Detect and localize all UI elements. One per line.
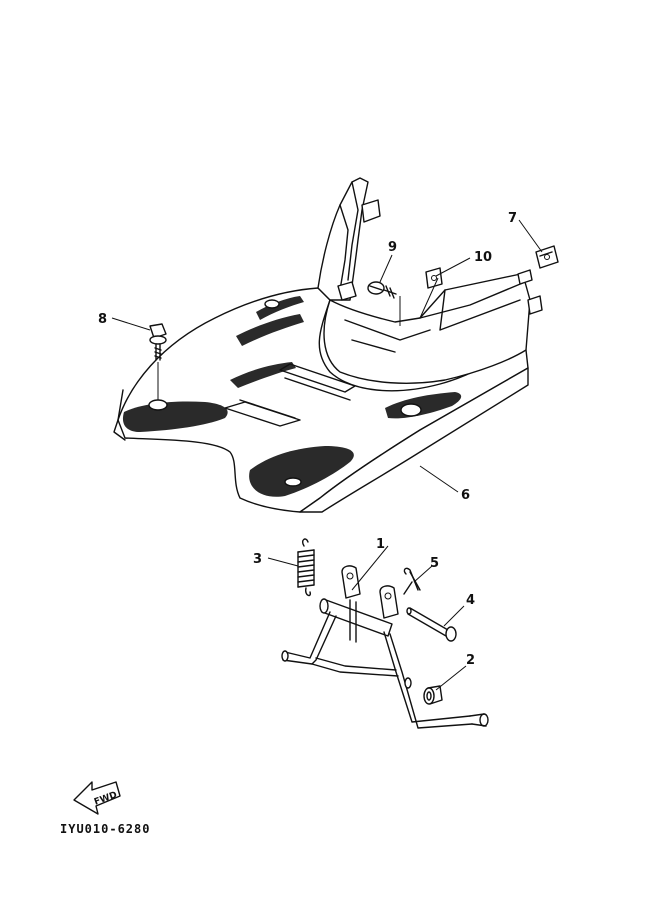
leader-lines (111, 219, 543, 691)
fwd-arrow-icon: FWD (73, 781, 121, 815)
clip-nut-10 (425, 267, 443, 289)
callout-5: 5 (430, 556, 439, 571)
diagram-code: IYU010-6280 (60, 822, 151, 836)
callout-3: 3 (253, 552, 262, 567)
callout-10: 10 (474, 250, 492, 265)
callout-2: 2 (466, 653, 475, 668)
callout-6: 6 (461, 488, 470, 503)
footrest-floor-panel (113, 287, 529, 513)
main-stand (281, 565, 489, 729)
callout-7: 7 (508, 211, 517, 226)
callout-8: 8 (98, 312, 107, 327)
callout-4: 4 (466, 593, 475, 608)
bolt-8 (149, 323, 167, 361)
callout-9: 9 (388, 240, 397, 255)
cotter-pin-5 (403, 567, 421, 595)
screw-9 (367, 281, 397, 299)
leg-shield-upright (317, 177, 543, 384)
clip-nut-7 (535, 245, 559, 269)
collar-2 (423, 685, 443, 705)
spring-3 (297, 538, 315, 597)
shaft-pin-4 (406, 607, 457, 642)
callout-1: 1 (376, 537, 385, 552)
